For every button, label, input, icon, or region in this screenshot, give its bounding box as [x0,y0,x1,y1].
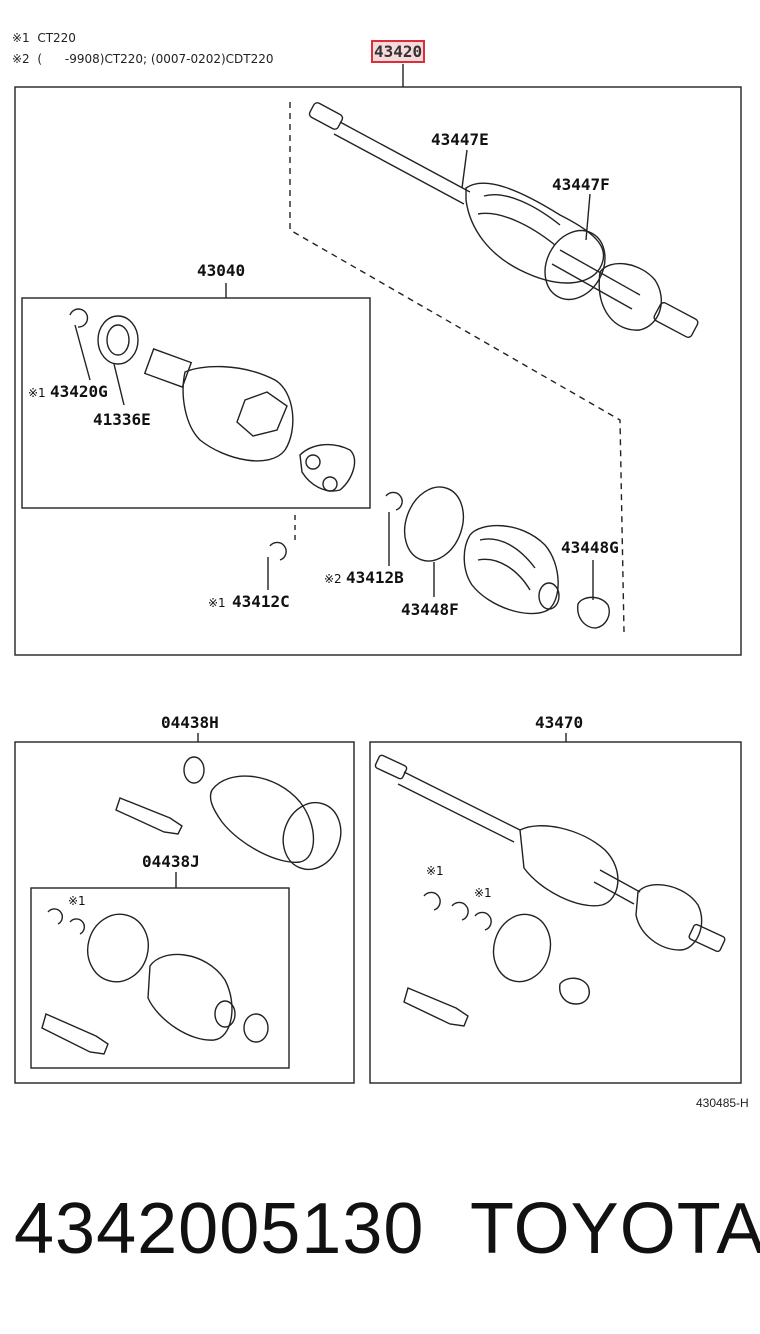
drive-shaft [308,102,699,338]
part-43420-highlight[interactable]: 43420 [371,40,426,63]
kit-04438J-parts [41,908,269,1055]
part-43448G[interactable]: 43448G [561,538,619,557]
kit-43470[interactable]: 43470 [535,713,584,732]
note-mark-43412C: ※1 [208,596,226,610]
part-41336E[interactable]: 41336E [93,410,151,429]
note-1: ※1 CT220 [12,31,76,45]
note-mark-43470-a: ※1 [426,864,444,878]
part-43040[interactable]: 43040 [197,261,246,280]
note-mark-43470-b: ※1 [474,886,492,900]
leader-43447E [461,149,468,189]
part-43447E[interactable]: 43447E [431,130,489,149]
note-mark-43412B: ※2 [324,572,342,586]
kit-04438J[interactable]: 04438J [142,852,200,871]
diagram-code: 430485-H [696,1096,749,1110]
outboard-joint [69,308,356,492]
part-43448F[interactable]: 43448F [401,600,459,619]
main-frame [14,86,742,656]
box-43040 [21,297,371,509]
note-mark-43420G: ※1 [28,386,46,400]
box-04438H [14,741,355,1084]
part-43412C[interactable]: 43412C [232,592,290,611]
box-43470 [369,741,742,1084]
note-2: ※2 ( -9908)CT220; (0007-0202)CDT220 [12,52,274,66]
kit-04438H-parts [115,756,342,871]
leader-41336E [113,363,125,406]
part-43420-label[interactable]: 43420 [371,40,426,63]
box-04438J [30,887,290,1069]
leader-43447F [585,193,591,241]
boot-parts [269,486,610,629]
leader-43420G [74,324,91,381]
kit-43470-parts [374,754,726,1027]
brand-name: TOYOTA [470,1189,760,1269]
part-number: 4342005130 [14,1189,425,1269]
part-43420G[interactable]: 43420G [50,382,108,401]
part-43447F[interactable]: 43447F [552,175,610,194]
kit-04438H[interactable]: 04438H [161,713,219,732]
part-43412B[interactable]: 43412B [346,568,404,587]
note-mark-04438J: ※1 [68,894,86,908]
